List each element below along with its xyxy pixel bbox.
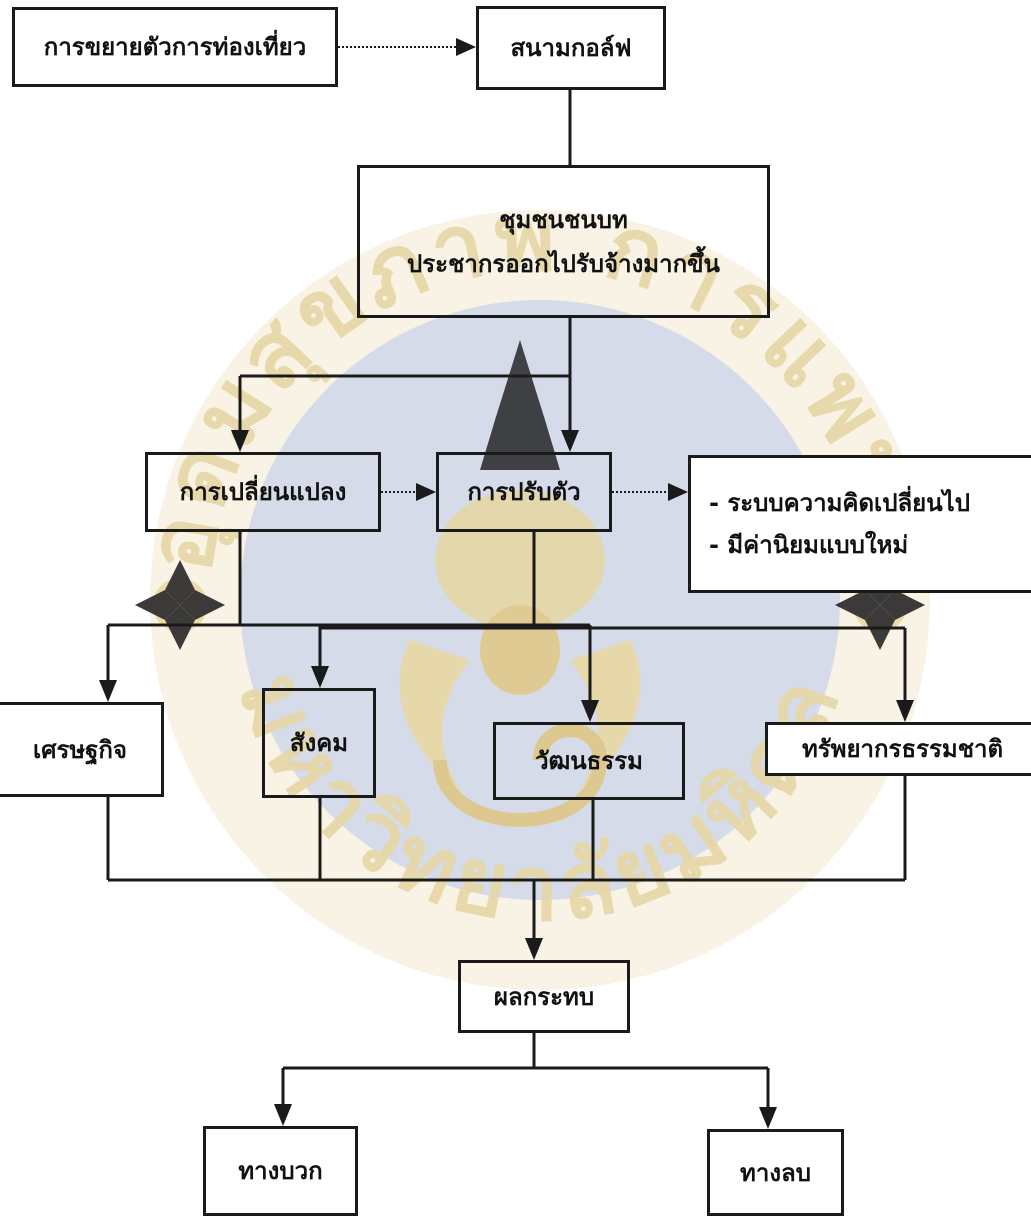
node-negative-label: ทางลบ bbox=[740, 1158, 811, 1187]
node-impact-label: ผลกระทบ bbox=[493, 982, 595, 1011]
node-golf-course: สนามกอล์ฟ bbox=[476, 6, 666, 90]
arrowhead-positive bbox=[274, 1104, 292, 1126]
arrowhead-golf bbox=[456, 38, 476, 56]
node-positive-label: ทางบวก bbox=[238, 1157, 323, 1185]
node-change-label: การเปลี่ยนแปลง bbox=[179, 478, 347, 506]
node-tourism-expansion: การขยายตัวการท่องเที่ยว bbox=[12, 7, 338, 87]
node-tourism-expansion-label: การขยายตัวการท่องเที่ยว bbox=[43, 33, 307, 61]
arrowhead-resources bbox=[896, 700, 914, 722]
node-golf-course-label: สนามกอล์ฟ bbox=[510, 34, 632, 62]
node-mindset-line1: - ระบบความคิดเปลี่ยนไป bbox=[709, 489, 970, 517]
node-economy: เศรษฐกิจ bbox=[0, 702, 164, 797]
node-economy-label: เศรษฐกิจ bbox=[33, 735, 127, 764]
node-society: สังคม bbox=[262, 688, 376, 798]
node-rural-community-line2: ประชากรออกไปรับจ้างมากขึ้น bbox=[407, 249, 720, 278]
arrowhead-adaptation bbox=[561, 430, 579, 452]
node-natural-resources: ทรัพยากรธรรมชาติ bbox=[765, 722, 1031, 776]
arrowhead-mindset bbox=[668, 483, 688, 501]
node-impact: ผลกระทบ bbox=[458, 960, 630, 1033]
arrowhead-culture bbox=[581, 700, 599, 722]
node-rural-community: ชุมชนชนบท ประชากรออกไปรับจ้างมากขึ้น bbox=[357, 165, 770, 318]
arrowhead-society bbox=[311, 666, 329, 688]
arrowhead-impact bbox=[525, 938, 543, 960]
node-society-label: สังคม bbox=[289, 729, 349, 757]
arrowhead-adaptation-side bbox=[416, 483, 436, 501]
node-natural-resources-label: ทรัพยากรธรรมชาติ bbox=[801, 735, 1004, 763]
emblem-flame-left bbox=[399, 640, 470, 790]
node-rural-community-line1: ชุมชนชนบท bbox=[499, 205, 628, 234]
arrowhead-economy bbox=[99, 680, 117, 702]
arrowhead-negative bbox=[759, 1107, 777, 1129]
emblem-flame-right bbox=[570, 640, 641, 790]
emblem-head bbox=[435, 490, 605, 630]
node-mindset: - ระบบความคิดเปลี่ยนไป - มีค่านิยมแบบใหม… bbox=[688, 455, 1031, 593]
node-negative: ทางลบ bbox=[707, 1129, 844, 1216]
arrowhead-change bbox=[231, 430, 249, 452]
node-culture: วัฒนธรรม bbox=[493, 722, 685, 800]
node-adaptation-label: การปรับตัว bbox=[467, 478, 581, 506]
node-positive: ทางบวก bbox=[203, 1126, 358, 1216]
node-adaptation: การปรับตัว bbox=[436, 452, 612, 532]
emblem-swirl bbox=[433, 723, 608, 827]
seal-flower-left bbox=[135, 560, 225, 650]
node-mindset-line2: - มีค่านิยมแบบใหม่ bbox=[709, 531, 909, 559]
node-change: การเปลี่ยนแปลง bbox=[145, 452, 381, 532]
node-culture-label: วัฒนธรรม bbox=[535, 747, 643, 775]
emblem-crown bbox=[480, 340, 560, 470]
